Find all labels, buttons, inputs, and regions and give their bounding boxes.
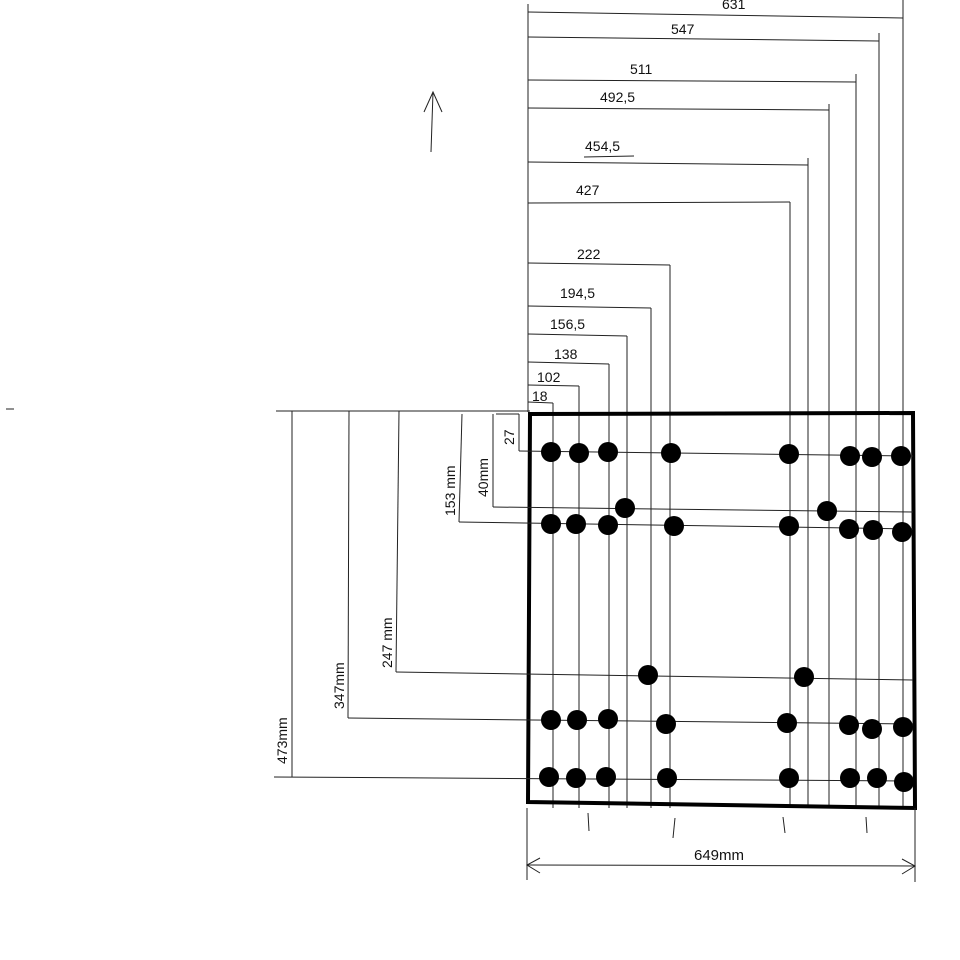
hole-row-lines: [273, 450, 914, 782]
hole: [541, 442, 561, 462]
up-arrow-icon: [423, 90, 443, 153]
top-dimension-547: 547: [527, 21, 880, 808]
top-dimension-194-5: 194,5: [527, 285, 652, 808]
hole: [567, 710, 587, 730]
hole: [892, 522, 912, 542]
dimension-label: 492,5: [600, 89, 635, 105]
hole: [840, 768, 860, 788]
dimension-label: 222: [577, 246, 601, 262]
hole: [596, 767, 616, 787]
hole: [661, 443, 681, 463]
hole: [566, 768, 586, 788]
hole: [779, 444, 799, 464]
hole: [615, 498, 635, 518]
top-dimension-454-5: 454,5: [527, 138, 809, 808]
left-dimension-247mm: 247 mm: [379, 410, 400, 673]
bottom-tick-marks: [587, 812, 868, 839]
hole: [863, 520, 883, 540]
hole: [891, 446, 911, 466]
hole: [893, 717, 913, 737]
width-dimension: 649mm: [525, 808, 917, 882]
left-dimension-347mm: 347mm: [331, 410, 350, 719]
hole: [664, 516, 684, 536]
panel-width-label: 649mm: [694, 847, 744, 864]
dimension-label: 547: [671, 21, 695, 37]
hole: [569, 443, 589, 463]
hole: [541, 710, 561, 730]
panel-outline: [525, 410, 918, 811]
dimension-label: 40mm: [475, 458, 491, 497]
top-dimension-18: 18: [527, 388, 554, 808]
holes: [539, 442, 914, 792]
dimension-label: 511: [630, 61, 653, 77]
hole: [541, 514, 561, 534]
dimension-label: 454,5: [585, 138, 620, 154]
hole: [638, 665, 658, 685]
hole: [777, 713, 797, 733]
hole: [794, 667, 814, 687]
hole: [862, 719, 882, 739]
hole: [656, 714, 676, 734]
hole: [862, 447, 882, 467]
top-dimension-138: 138: [527, 346, 610, 808]
dimension-label: 138: [554, 346, 578, 362]
hole: [867, 768, 887, 788]
dimension-label: 473mm: [274, 717, 290, 764]
hole: [657, 768, 677, 788]
left-dimension-473mm: 473mm: [274, 411, 293, 777]
hole: [779, 768, 799, 788]
hole: [598, 709, 618, 729]
left-dimension-40mm: 40mm: [475, 414, 494, 507]
hole: [817, 501, 837, 521]
top-dimension-511: 511: [527, 61, 857, 808]
left-dimension-153mm: 153 mm: [442, 413, 463, 523]
dimension-label: 18: [532, 388, 548, 404]
hole: [598, 515, 618, 535]
dimension-label: 27: [501, 429, 517, 445]
left-dimension-27: 27: [496, 413, 520, 451]
dimension-label: 247 mm: [379, 617, 395, 668]
dimension-label: 347mm: [331, 662, 347, 709]
dimension-label: 153 mm: [442, 465, 458, 516]
top-dimension-427: 427: [527, 182, 791, 808]
arrowhead-right-icon: [901, 858, 917, 875]
hole: [839, 715, 859, 735]
hole: [894, 772, 914, 792]
dimension-label: 631: [722, 0, 746, 12]
hole: [598, 442, 618, 462]
dimension-label: 427: [576, 182, 600, 198]
dimension-label: 156,5: [550, 316, 585, 332]
dimension-label: 102: [537, 369, 561, 385]
dimension-label: 194,5: [560, 285, 595, 301]
hole: [839, 519, 859, 539]
top-dimension-631: 631: [527, 0, 904, 808]
hole: [840, 446, 860, 466]
hole: [539, 767, 559, 787]
arrowhead-left-icon: [525, 857, 541, 874]
hole: [566, 514, 586, 534]
top-dimension-492-5: 492,5: [527, 89, 830, 808]
hole: [779, 516, 799, 536]
